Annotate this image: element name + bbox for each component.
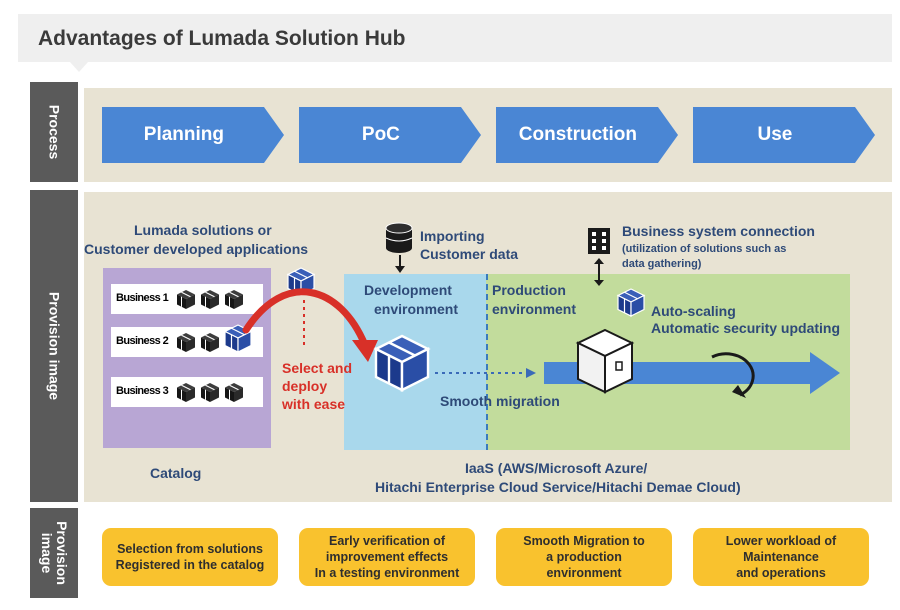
benefit-line: Lower workload of — [725, 534, 837, 548]
select-deploy-line1: Select and — [282, 360, 353, 376]
select-deploy-line2: deploy — [282, 378, 328, 394]
prod-env-label-line1: Production — [492, 282, 566, 298]
catalog-row-label: Business 3 — [116, 385, 169, 397]
benefit-line: and operations — [736, 566, 826, 580]
benefit-line: a production — [546, 550, 622, 564]
building-icon — [588, 228, 610, 254]
benefit-line: Registered in the catalog — [115, 558, 265, 572]
solutions-label-line1: Lumada solutions or — [134, 222, 272, 238]
auto-scaling-line2: Automatic security updating — [651, 320, 841, 336]
business-connection-title: Business system connection — [622, 223, 815, 239]
benefit-poc: Early verification of improvement effects… — [299, 528, 475, 586]
benefit-line: In a testing environment — [314, 566, 460, 580]
catalog-row-label: Business 1 — [116, 292, 169, 304]
select-deploy-line3: with ease — [282, 396, 346, 412]
side-label-process: Process — [30, 82, 78, 182]
deploy-arrow-head — [352, 340, 378, 362]
package-icon — [176, 332, 220, 353]
side-label-provision: Provision image — [30, 190, 78, 502]
package-icon — [176, 289, 244, 310]
benefit-line: improvement effects — [325, 550, 449, 564]
prod-env-label-line2: environment — [492, 301, 577, 317]
benefit-line: Early verification of — [328, 534, 445, 548]
side-label-provision-2: Provision image — [30, 508, 78, 598]
smooth-migration-label: Smooth migration — [440, 393, 560, 409]
process-step-label: Construction — [518, 124, 637, 145]
process-step-construction: Construction — [496, 107, 678, 163]
importing-line2: Customer data — [420, 246, 519, 262]
process-step-poc: PoC — [299, 107, 481, 163]
benefit-use: Lower workload of Maintenance and operatio… — [693, 528, 869, 586]
title-bar — [18, 14, 892, 62]
migration-arrow-head — [526, 368, 536, 378]
dev-env-label-line2: environment — [374, 301, 459, 317]
package-icon — [374, 334, 430, 392]
iaas-line1: IaaS (AWS/Microsoft Azure/ — [465, 460, 648, 476]
process-step-planning: Planning — [102, 107, 284, 163]
page-title: Advantages of Lumada Solution Hub — [38, 27, 406, 50]
benefit-line: Selection from solutions — [117, 542, 263, 556]
package-icon — [617, 288, 645, 317]
catalog-label: Catalog — [150, 465, 202, 481]
business-connection-note-line1: (utilization of solutions such as — [622, 243, 787, 255]
box-icon — [575, 328, 635, 394]
dev-env-label-line1: Development — [364, 282, 452, 298]
title-notch — [70, 62, 88, 72]
catalog-row-label: Business 2 — [116, 335, 169, 347]
process-step-use: Use — [693, 107, 875, 163]
benefit-construction: Smooth Migration to a production environme… — [496, 528, 672, 586]
database-icon — [385, 222, 413, 253]
solutions-label-line2: Customer developed applications — [84, 241, 309, 257]
benefit-line: Smooth Migration to — [523, 534, 645, 548]
auto-scaling-line1: Auto-scaling — [651, 303, 736, 319]
benefit-line: environment — [546, 566, 622, 580]
iaas-line2: Hitachi Enterprise Cloud Service/Hitachi… — [375, 479, 741, 495]
rotate-icon — [711, 352, 755, 398]
connection-arrow-head-down — [594, 280, 604, 286]
import-arrow-head — [395, 266, 405, 273]
process-step-label: Use — [757, 124, 793, 145]
benefit-line: Maintenance — [743, 550, 819, 564]
process-step-label: PoC — [361, 124, 400, 145]
deploy-arrow — [242, 288, 369, 349]
process-step-label: Planning — [143, 124, 225, 145]
connection-arrow-head-up — [594, 258, 604, 264]
package-icon — [176, 382, 244, 403]
business-connection-note-line2: data gathering) — [622, 258, 702, 270]
importing-line1: Importing — [420, 228, 485, 244]
